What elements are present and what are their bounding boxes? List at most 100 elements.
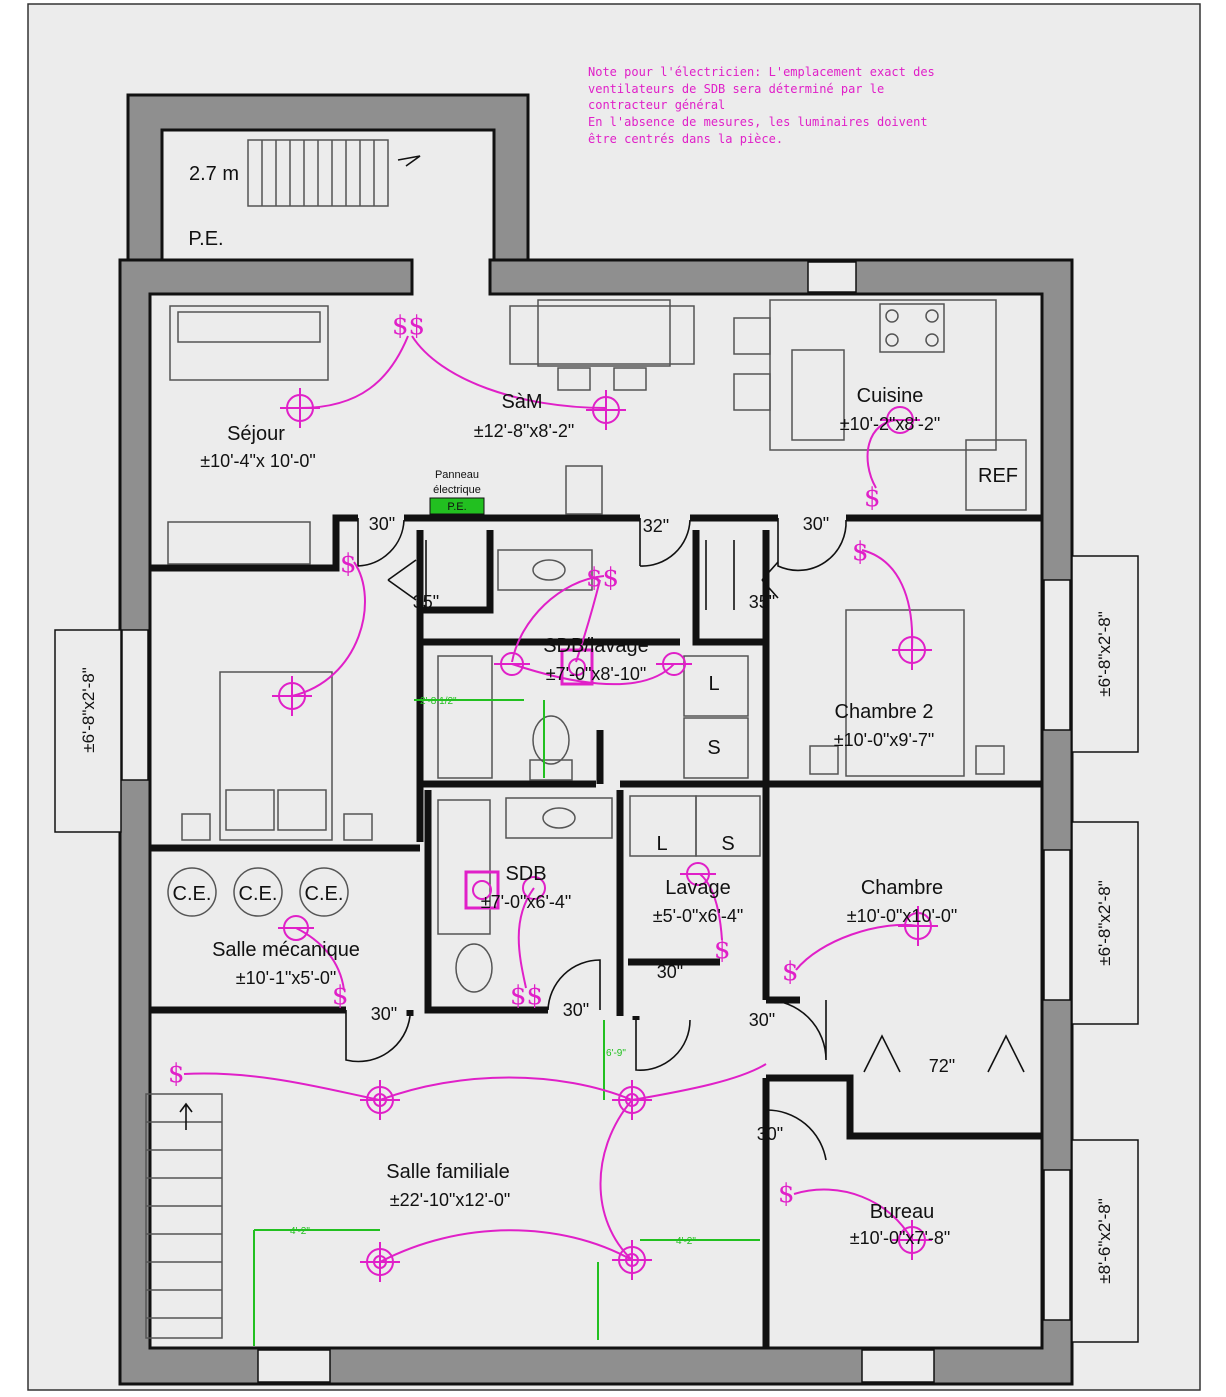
door-label-72: 72" [929,1056,955,1076]
light-icon-bureau [892,1220,932,1260]
dryer-S-2: S [721,833,734,855]
light-fixtures [272,388,938,1282]
light-icon-chambre3 [272,676,312,716]
room-mecanique-dim: ±10'-1"x5'-0" [236,968,337,988]
switch-icon-sdb: $$ [510,981,543,1011]
light-icon-mecanique [278,915,314,941]
switch-icon-chambre: $ [782,957,799,987]
light-icon-sam [586,390,626,430]
room-lavage-name: Lavage [665,877,731,899]
panel-line2: électrique [433,484,481,496]
door-label-35-b: 35" [749,592,775,612]
note-line-3: contracteur général [588,98,725,112]
note-line-4: En l'absence de mesures, les luminaires … [588,115,928,129]
door-label-35-a: 35" [413,592,439,612]
green-dim-3: 4'-2" [676,1236,696,1247]
doors [345,518,1025,1161]
switch-icon-mecanique: $ [332,981,349,1011]
page-frame [27,3,1201,1391]
ce-3: C.E. [305,883,344,905]
switch-icon-bureau: $ [778,1179,795,1209]
door-label-30-e: 30" [657,962,683,982]
panel-line1: Panneau [435,469,479,481]
panel-tag: P.E. [447,501,466,513]
room-familiale-dim: ±22'-10"x12'-0" [390,1190,511,1210]
door-label-30-a: 30" [369,514,395,534]
green-dimensions [253,699,760,1346]
fridge: REF [978,465,1018,487]
note-line-5: être centrés dans la pièce. [588,132,783,146]
green-dim-2: 4'-2" [290,1226,310,1237]
note-line-1: Note pour l'électricien: L'emplacement e… [588,65,935,79]
switch-icon-chambre2: $ [852,537,869,567]
landing-height: 2.7 m [189,163,239,185]
door-labels: 30" 35" 32" 30" 35" 30" 30" 30" 30" 72" … [369,514,955,1144]
fan-icon-sdb [464,870,500,910]
light-icon-familiale-2 [612,1080,652,1120]
room-sdb-lavage-name: SDB/lavage [543,635,649,657]
light-icon-familiale-3 [360,1242,400,1282]
room-sdb-name: SDB [505,863,546,885]
room-cuisine-dim: ±10'-2"x8'-2" [840,414,941,434]
switch-icon-familiale: $ [168,1059,185,1089]
switch-icon-sam: $$ [392,311,425,341]
light-icon-chambre2 [892,630,932,670]
switch-icon-lavage: $ [714,935,731,965]
room-sam-name: SàM [501,391,542,413]
green-dim-1: 2'-8 1/2" [420,696,457,707]
green-dim-4: 6'-9" [606,1048,626,1059]
light-icon-sdb [522,876,546,900]
room-sam-dim: ±12'-8"x8'-2" [474,421,575,441]
light-icon-sdb-lavage-1 [494,652,530,676]
electrician-note: Note pour l'électricien: L'emplacement e… [588,65,935,146]
light-icon-sejour [280,388,320,428]
window-right1-label: ±6'-8"x2'-8" [1095,611,1114,697]
room-bureau-dim: ±10'-0"x7'-8" [850,1228,951,1248]
fan-icon-sdb-lavage [560,648,594,686]
door-label-30-f: 30" [749,1010,775,1030]
room-sdb-dim: ±7'-0"x6'-4" [481,892,572,912]
furniture [145,299,1027,1339]
light-icon-sdb-lavage-2 [656,652,692,676]
water-heaters: C.E. C.E. C.E. [167,867,349,917]
note-line-2: ventilateurs de SDB sera déterminé par l… [588,82,884,96]
switch-icon-cuisine: $ [864,483,881,513]
ce-2: C.E. [239,883,278,905]
room-lavage-dim: ±5'-0"x6'-4" [653,906,744,926]
room-mecanique-name: Salle mécanique [212,939,360,961]
light-icon-lavage [680,862,716,886]
electrical-panel: Panneau électrique P.E. [429,469,485,515]
ce-1: C.E. [173,883,212,905]
light-icon-chambre [898,906,938,946]
exterior-walls [118,93,1074,1386]
switch-icon-chambre3: $ [340,549,357,579]
room-chambre-name: Chambre [861,877,943,899]
door-label-30-d: 30" [563,1000,589,1020]
room-chambre-dim: ±10'-0"x10'-0" [847,906,958,926]
window-right2-label: ±6'-8"x2'-8" [1095,880,1114,966]
light-icon-familiale-1 [360,1080,400,1120]
interior-walls [150,514,1042,1348]
switch-icon-sdb-lavage: $$ [586,563,619,593]
window-right3-label: ±8'-6"x2'-8" [1095,1198,1114,1284]
room-sejour-dim: ±10'-4"x 10'-0" [200,451,316,471]
room-chambre2-name: Chambre 2 [835,701,934,723]
switches: $$ $ $ $ $$ $$ $ $ $ $ $ [168,311,881,1209]
door-label-32: 32" [643,516,669,536]
door-label-30-g: 30" [757,1124,783,1144]
electrical-wiring [183,335,919,1263]
washer-L-2: L [656,833,667,855]
window-tags: ±6'-8"x2'-8" ±6'-8"x2'-8" ±6'-8"x2'-8" ±… [54,555,1139,1343]
light-icon-familiale-4 [612,1240,652,1280]
landing-pe: P.E. [188,228,223,250]
light-icon-cuisine [880,406,920,434]
room-chambre2-dim: ±10'-0"x9'-7" [834,730,935,750]
upper-stair [247,139,421,207]
dryer-S-1: S [707,737,720,759]
room-sejour-name: Séjour [227,423,285,445]
room-familiale-name: Salle familiale [386,1161,509,1183]
room-cuisine-name: Cuisine [857,385,924,407]
window-left-label: ±6'-8"x2'-8" [79,667,98,753]
door-label-30-c: 30" [371,1004,397,1024]
